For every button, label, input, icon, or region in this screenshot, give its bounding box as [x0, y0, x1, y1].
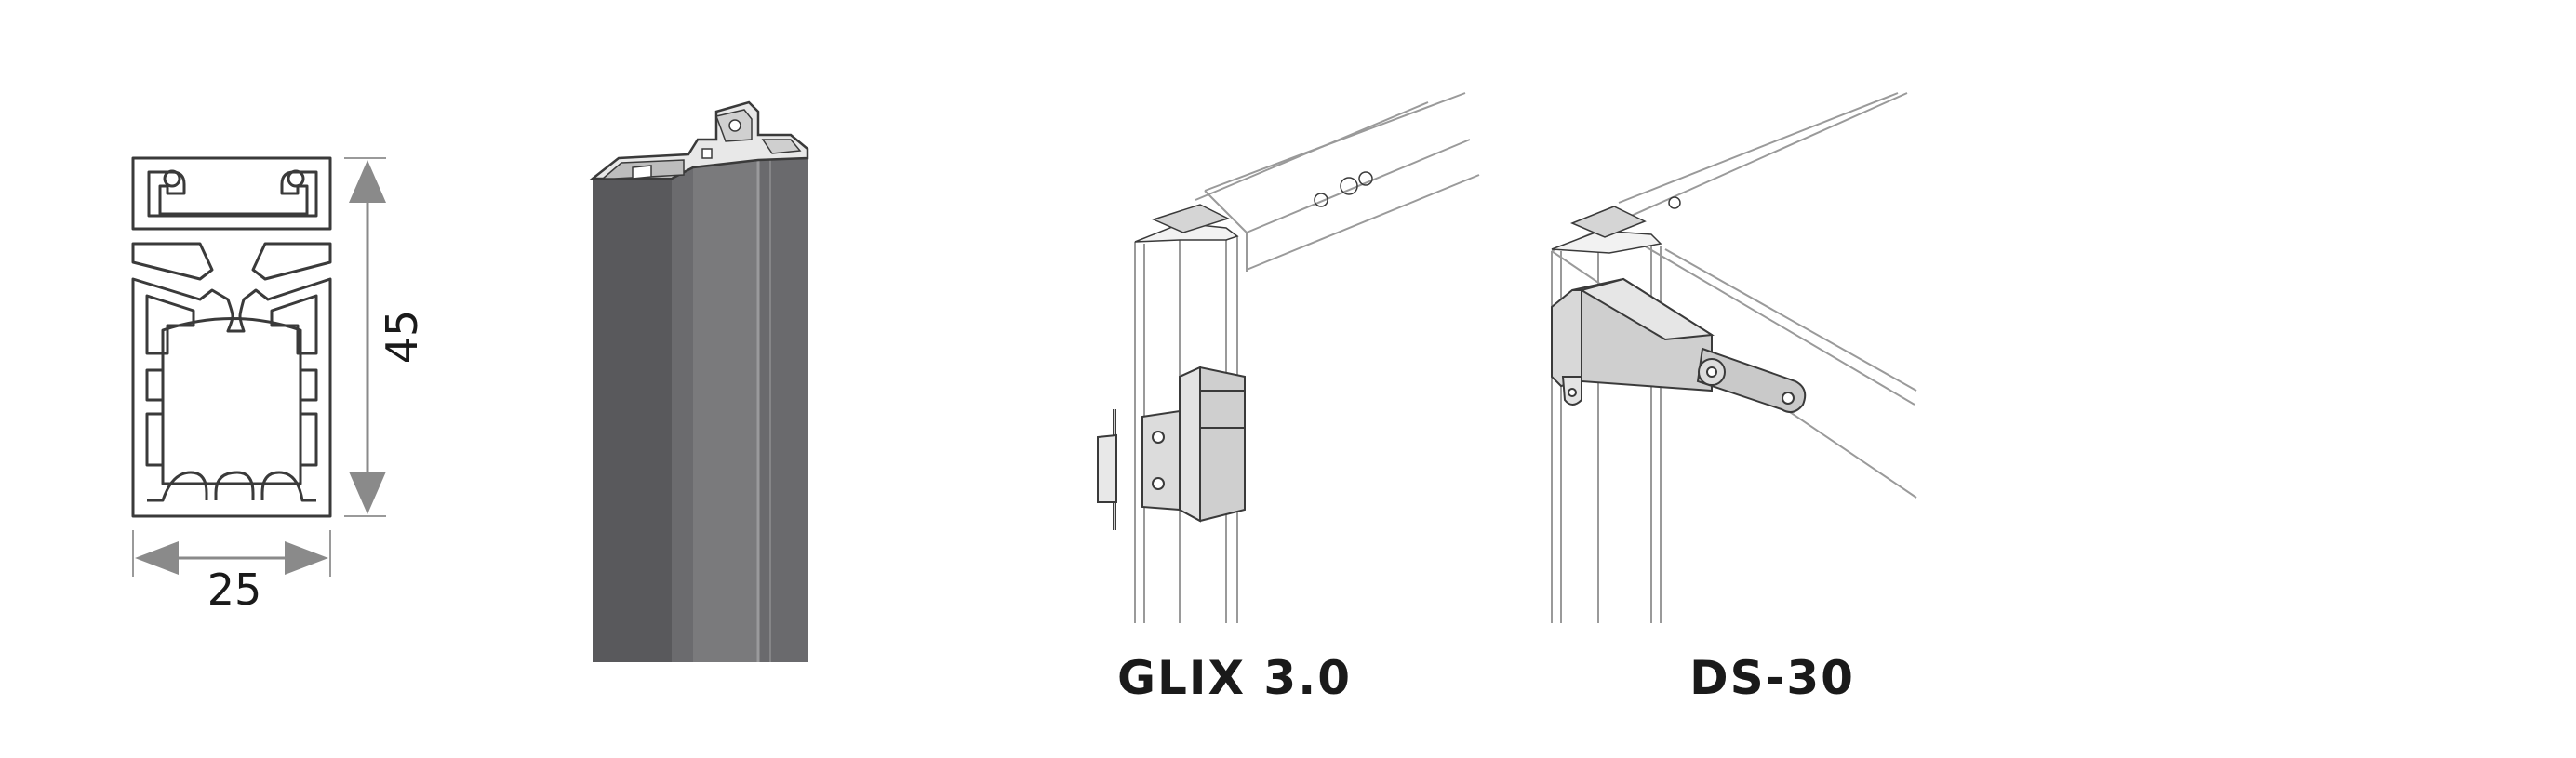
arrow-right-icon: [285, 541, 328, 575]
ds30-end-detail: [1551, 196, 1681, 254]
dimension-width: 25: [132, 530, 331, 615]
arrow-up-icon: [349, 160, 386, 203]
glix-hinge: [1097, 366, 1246, 530]
dimension-height-label: 45: [377, 310, 427, 365]
profile-cross-section: [131, 156, 332, 518]
dimension-width-label: 25: [207, 565, 262, 615]
profile-3d-bar: [589, 100, 809, 662]
arrow-left-icon: [135, 541, 179, 575]
arrow-down-icon: [349, 472, 386, 514]
ds30-caption: DS-30: [1689, 651, 1855, 705]
glix-assembly-drawing: [1134, 92, 1480, 623]
glix-caption: GLIX 3.0: [1116, 651, 1353, 705]
ds30-hinge: [1551, 277, 1807, 414]
dimension-height: 45: [344, 157, 427, 517]
